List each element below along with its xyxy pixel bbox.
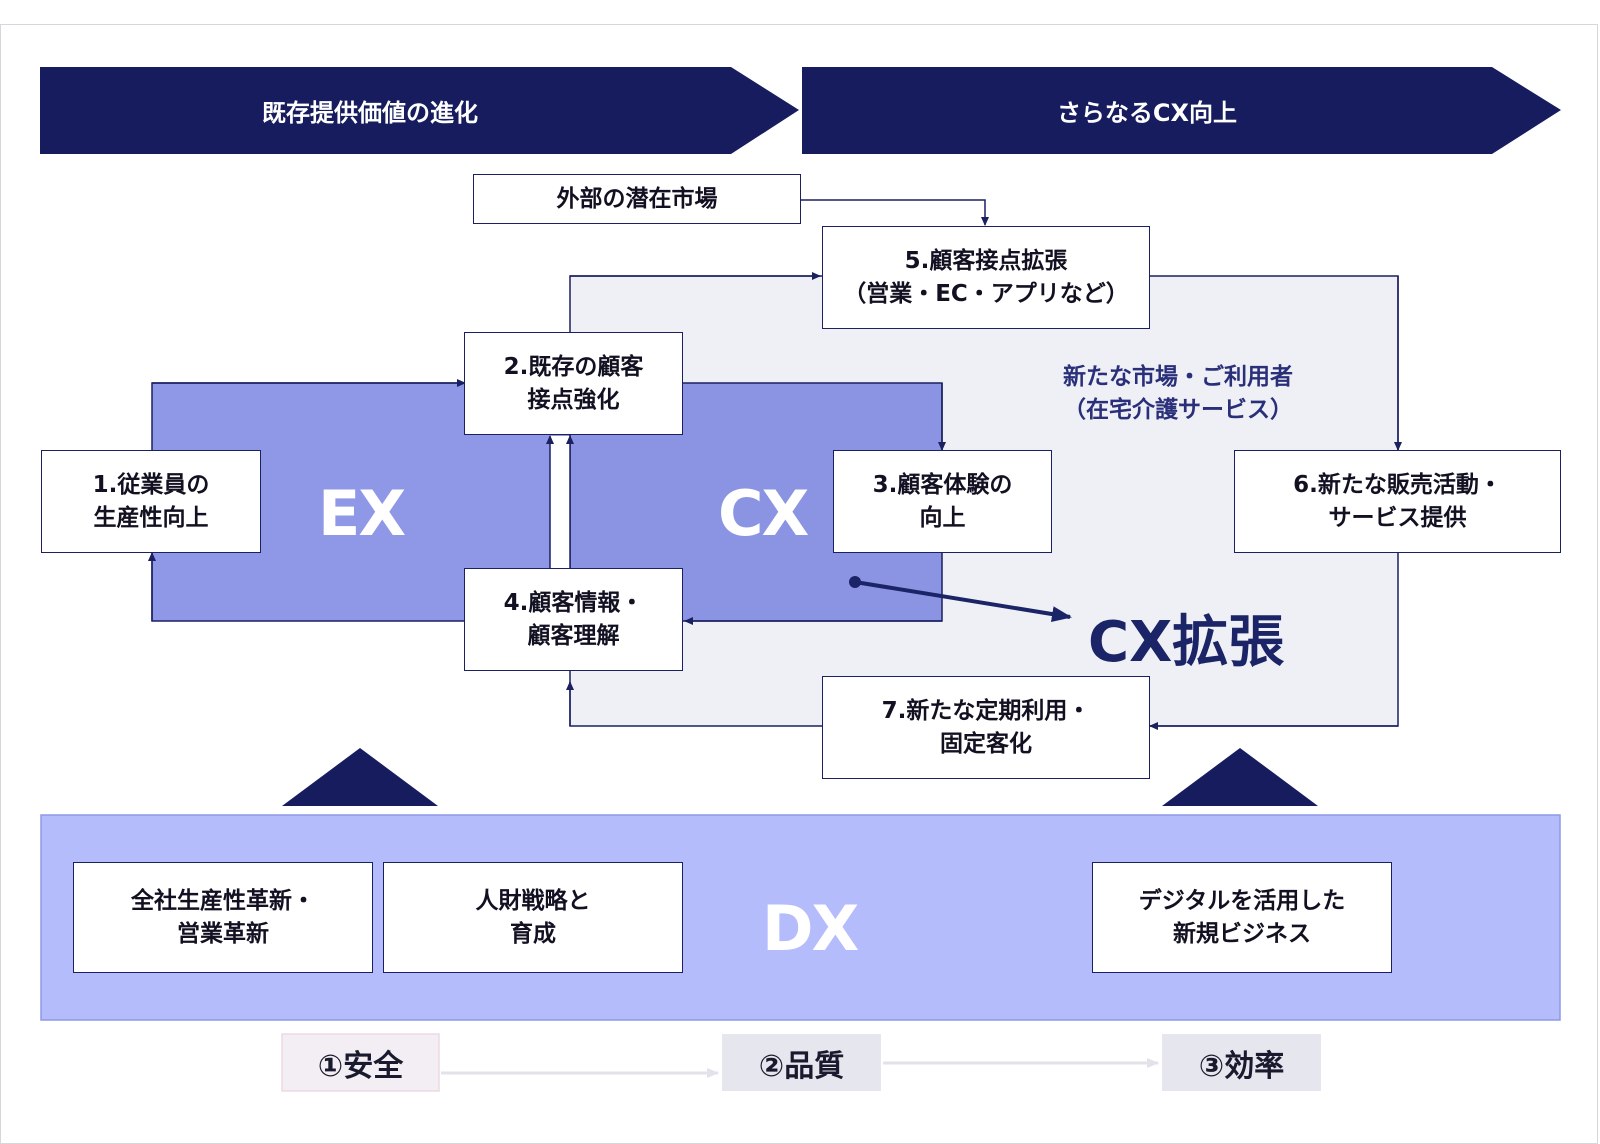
- box-3-customer-experience: 3.顧客体験の 向上: [833, 450, 1052, 553]
- arrow-external-to-b5: [800, 199, 989, 226]
- box-3-text: 3.顧客体験の 向上: [872, 471, 1013, 531]
- step-safety: ①安全: [317, 1048, 404, 1084]
- box-2-text: 2.既存の顧客 接点強化: [503, 353, 644, 413]
- cx-expansion-arrow: [854, 580, 1072, 623]
- box-4-customer-info: 4.顧客情報・ 顧客理解: [464, 568, 683, 671]
- box-4-text: 4.顧客情報・ 顧客理解: [503, 589, 644, 649]
- dx-box-digital-new-business: デジタルを活用した 新規ビジネス: [1092, 862, 1392, 973]
- dx-box-1-text: 全社生産性革新・ 営業革新: [131, 887, 315, 947]
- box-5-text: 5.顧客接点拡張 （営業・EC・アプリなど）: [843, 247, 1129, 307]
- box-5-touchpoint-expansion: 5.顧客接点拡張 （営業・EC・アプリなど）: [822, 226, 1150, 329]
- header-label-right: さらなるCX向上: [1056, 99, 1238, 127]
- box-6-text: 6.新たな販売活動・ サービス提供: [1293, 471, 1502, 531]
- b4-b2-channel: [550, 436, 570, 568]
- box-6-new-sales-activities: 6.新たな販売活動・ サービス提供: [1234, 450, 1561, 553]
- box-2-existing-touchpoints: 2.既存の顧客 接点強化: [464, 332, 683, 435]
- dx-label: DX: [762, 892, 859, 965]
- cx-expansion-label: CX拡張: [1088, 610, 1285, 675]
- step-1-bg: [281, 1033, 440, 1092]
- box-external-market-text: 外部の潜在市場: [556, 185, 718, 212]
- header-arrow-left: [40, 67, 799, 154]
- box-7-text: 7.新たな定期利用・ 固定客化: [881, 697, 1091, 757]
- box-external-market: 外部の潜在市場: [473, 174, 801, 224]
- dx-triangle-right: [1162, 748, 1318, 806]
- dx-box-2-text: 人財戦略と 育成: [475, 887, 591, 947]
- cx-label: CX: [718, 477, 809, 550]
- new-market-label: 新たな市場・ご利用者 （在宅介護サービス）: [1063, 364, 1293, 423]
- box-1-employee-productivity: 1.従業員の 生産性向上: [41, 450, 261, 553]
- step-2-bg: [722, 1034, 881, 1091]
- dx-box-productivity-innovation: 全社生産性革新・ 営業革新: [73, 862, 373, 973]
- dx-box-3-text: デジタルを活用した 新規ビジネス: [1138, 887, 1346, 947]
- dx-triangle-left: [282, 748, 438, 806]
- header-label-left: 既存提供価値の進化: [262, 99, 478, 127]
- step-efficiency: ③効率: [1198, 1048, 1285, 1084]
- step-quality: ②品質: [758, 1048, 845, 1084]
- dx-box-talent-strategy: 人財戦略と 育成: [383, 862, 683, 973]
- step-3-bg: [1162, 1034, 1321, 1091]
- header-arrow-right: [802, 67, 1561, 154]
- box-7-regular-customers: 7.新たな定期利用・ 固定客化: [822, 676, 1150, 779]
- box-1-text: 1.従業員の 生産性向上: [92, 471, 210, 531]
- ex-label: EX: [318, 477, 406, 550]
